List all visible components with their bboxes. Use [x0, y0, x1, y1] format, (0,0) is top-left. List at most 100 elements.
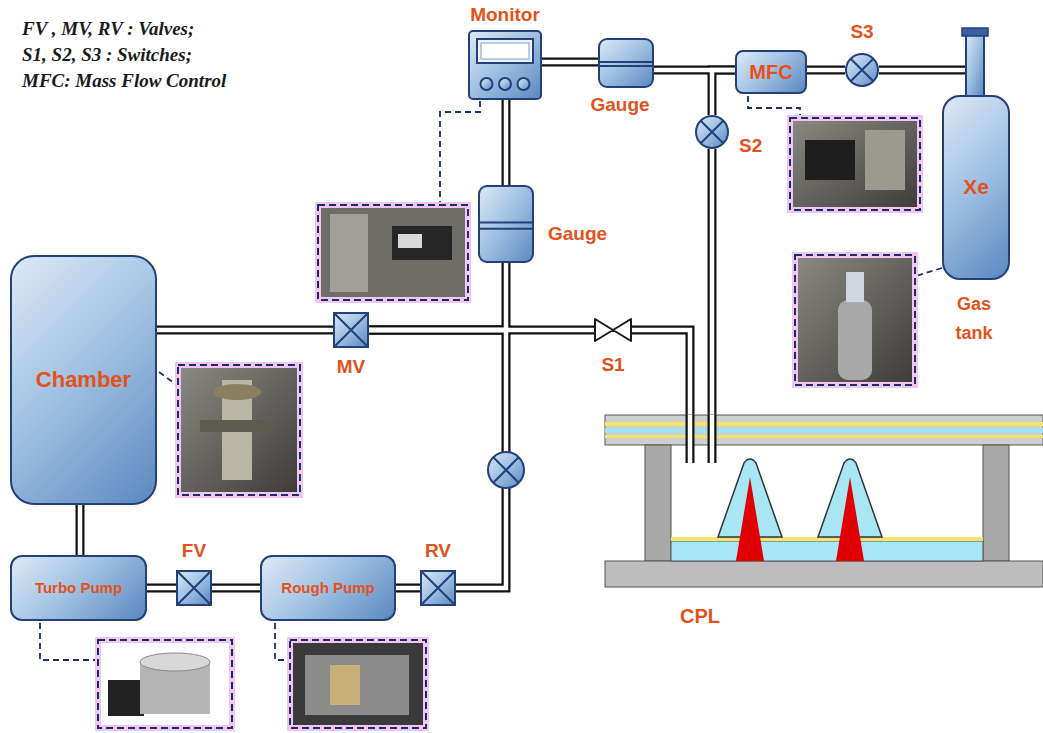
spacer-pillar	[983, 445, 1009, 561]
monitor-screen	[477, 39, 533, 63]
photo-frame	[795, 255, 915, 385]
pipe-bore	[632, 330, 690, 415]
part-label: MV	[337, 356, 366, 378]
part-label: RV	[425, 540, 451, 562]
photo-ground	[795, 255, 915, 385]
gauge-shape	[598, 38, 654, 88]
switch-bowtie	[595, 319, 631, 341]
valve-circle	[488, 452, 524, 488]
part-label: Monitor	[470, 4, 540, 26]
photo-ground	[290, 640, 426, 728]
photo-frame	[98, 640, 232, 728]
spacer-pillar	[645, 445, 671, 561]
leader-line	[440, 101, 480, 203]
photo-frame	[318, 205, 468, 300]
top-band	[605, 428, 1043, 433]
manual-valve: MV	[333, 312, 369, 348]
pipe-outline	[147, 584, 176, 593]
top-band	[605, 435, 1043, 438]
gauge-seam	[599, 62, 653, 66]
mfc-photo	[790, 118, 920, 210]
cavity-layer	[671, 541, 983, 561]
leader-line	[916, 268, 942, 276]
gauge-body	[479, 186, 533, 262]
pipe-outline	[879, 70, 975, 95]
gauge-shape	[478, 185, 534, 263]
pipe-bore	[78, 505, 83, 555]
photo-frame	[790, 118, 920, 210]
monitor-screen-glass	[481, 43, 529, 59]
part-label: Turbo Pump	[35, 579, 122, 596]
pipe-outline	[542, 58, 598, 67]
photo-detail	[805, 140, 855, 180]
top-plate	[605, 415, 1043, 445]
monitor-unit: Monitor	[468, 30, 542, 100]
part-label: S3	[850, 21, 873, 43]
monitor-shape	[468, 30, 542, 100]
part-label: S1	[601, 354, 624, 376]
pipe-bore	[879, 70, 975, 95]
turbo-pump: Turbo Pump	[10, 555, 147, 621]
photo-frame	[178, 365, 300, 495]
part-label: Rough Pump	[281, 579, 374, 596]
part-label: MFC	[749, 61, 792, 84]
tank-cap	[962, 28, 988, 96]
inlet-pipe	[708, 415, 717, 463]
part-label: Chamber	[36, 367, 131, 392]
bowtie-shape	[594, 318, 632, 342]
switch-circle	[696, 116, 728, 148]
monitor-knob	[518, 78, 530, 90]
cpl-shape	[605, 415, 1043, 587]
inlet-pipe	[686, 415, 695, 463]
pipe-outline	[76, 505, 85, 555]
photo-detail	[330, 665, 360, 705]
pipe-outline	[632, 330, 690, 415]
part-label: Gauge	[548, 223, 607, 245]
pipe-bores	[80, 62, 975, 588]
key-note: MFC: Mass Flow Control	[22, 70, 226, 92]
photo-detail	[108, 680, 144, 716]
pressure-gauge: Gauge	[598, 38, 654, 88]
photo-ground	[178, 365, 300, 495]
part-label: CPL	[680, 605, 720, 628]
roughing-valve-symbol	[488, 452, 524, 488]
valve-cross	[493, 457, 518, 482]
rough-valve: RV	[420, 570, 456, 606]
monitor-photo	[318, 205, 468, 300]
leader-line	[748, 96, 800, 117]
circle-shape	[845, 53, 879, 87]
rough-pump-photo	[290, 640, 426, 728]
photo-frame	[290, 640, 426, 728]
valve-square	[177, 571, 211, 605]
switch-cross	[851, 59, 874, 82]
circle-shape	[695, 115, 729, 149]
mass-flow-controller: MFC	[735, 50, 807, 94]
pipe-outline	[212, 584, 260, 593]
top-band	[605, 422, 1043, 426]
callout-label: Gas tank	[942, 290, 1006, 348]
photo-frame	[795, 255, 915, 385]
vacuum-chamber: Chamber	[10, 255, 157, 505]
gas-switch: S2	[695, 115, 729, 149]
part-label: FV	[182, 540, 206, 562]
monitor-body	[469, 31, 541, 99]
pipe-bore	[710, 149, 715, 415]
pipe-bore	[712, 70, 735, 115]
gas-tank: Xe	[942, 95, 1010, 280]
pipe-outline	[807, 66, 845, 75]
tank-neck	[966, 32, 984, 96]
pipe-bore	[369, 330, 506, 588]
cpl-device: CPL	[605, 415, 1043, 587]
gauge-seam	[479, 222, 533, 228]
pipe-bore	[396, 586, 420, 591]
photo-detail	[330, 214, 368, 292]
photo-detail	[392, 226, 452, 260]
pipe-outline	[396, 584, 420, 593]
photo-detail	[213, 384, 261, 400]
switch-circle	[846, 54, 878, 86]
gas-switch: S3	[845, 53, 879, 87]
photo-detail	[200, 420, 270, 432]
monitor-knob	[481, 78, 493, 90]
tank-cap-top	[962, 28, 988, 36]
